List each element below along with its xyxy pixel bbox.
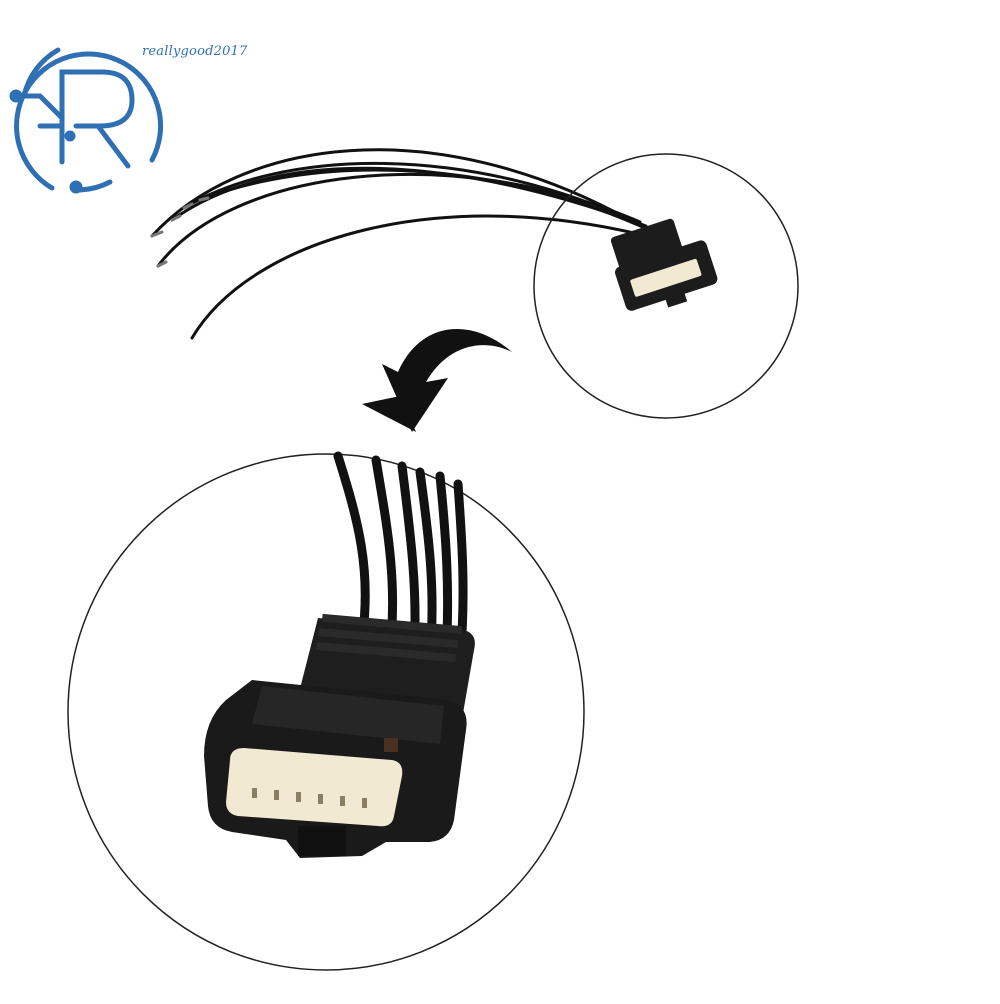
connector-small <box>610 218 718 311</box>
r-circuit-logo-icon <box>9 47 164 194</box>
connector-large <box>204 613 475 858</box>
harness-wires-small <box>150 148 664 340</box>
detail-circle-small <box>533 153 799 419</box>
wire-tips <box>150 196 210 268</box>
curved-arrow-down-left-icon <box>362 329 512 432</box>
detail-circle-large <box>67 453 585 971</box>
watermark-text: reallygood2017 <box>142 44 248 59</box>
